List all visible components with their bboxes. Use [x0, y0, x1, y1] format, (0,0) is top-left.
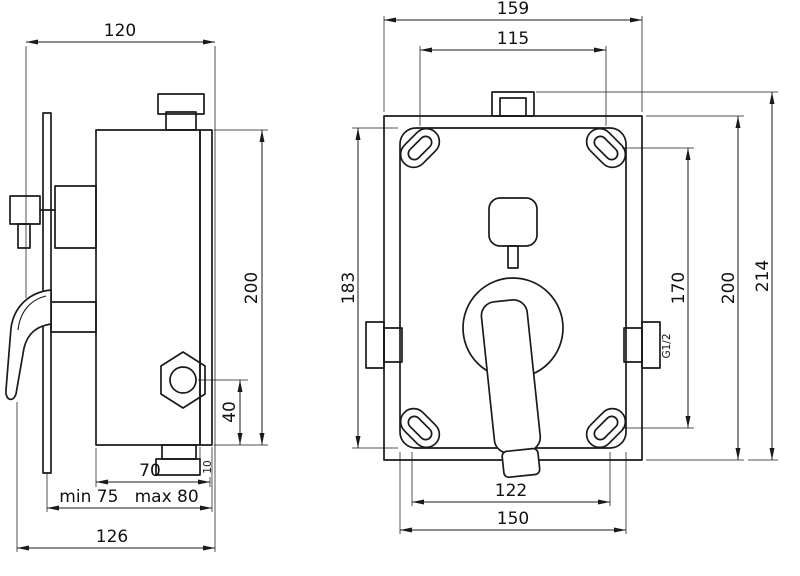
dim-150-label: 150	[497, 509, 529, 529]
lever-handle	[480, 299, 542, 479]
dim-hole-spacing-115: 115	[419, 29, 607, 126]
diverter-button	[488, 197, 538, 269]
dim-depth-120: 120	[25, 21, 215, 298]
mounting-ear-top-left	[399, 127, 441, 169]
dim-115-label: 115	[497, 29, 529, 49]
handle-lever	[5, 289, 52, 401]
mounting-ear-top-right	[585, 127, 627, 169]
dim-200-left-label: 200	[242, 272, 262, 304]
dim-body-depth-70: 70	[95, 448, 211, 487]
handle-lever-detail	[17, 295, 47, 331]
left-view: 120 200 40 70 10	[5, 21, 268, 552]
dim-bottom-spacing-122: 122	[411, 452, 611, 506]
dim-214-label: 214	[753, 260, 773, 292]
dim-total-height-214: 214	[536, 91, 778, 461]
dim-70-label: 70	[139, 461, 161, 481]
dim-10-label: 10	[202, 460, 214, 473]
top-outlet-fitting	[491, 91, 535, 117]
dim-120-label: 120	[104, 21, 136, 41]
dim-159-label: 159	[497, 0, 529, 19]
inlet-right	[623, 321, 661, 369]
dim-body-height-200: 200	[214, 129, 268, 446]
dim-183-label: 183	[339, 272, 359, 304]
thread-label: G1/2	[661, 333, 673, 358]
dim-frame-width-150: 150	[399, 452, 627, 534]
dim-install-depth: min 75 max 80	[46, 473, 212, 512]
dim-40-label: 40	[220, 401, 240, 423]
dim-hole-spacing-170: 170	[622, 147, 694, 429]
mounting-ear-bottom-right	[585, 407, 627, 449]
dim-cap-offset-40: 40	[198, 379, 248, 445]
back-plate	[199, 129, 213, 446]
dim-frame-height-183: 183	[339, 127, 398, 449]
hex-cap	[160, 351, 206, 409]
dim-126-label: 126	[96, 527, 128, 547]
dim-200-right-label: 200	[719, 272, 739, 304]
mounting-ear-bottom-left	[399, 407, 441, 449]
inlet-left	[365, 321, 403, 369]
dim-total-depth-126: 126	[16, 46, 216, 552]
top-connection	[157, 93, 205, 131]
dim-body-height-200-right: 200	[646, 115, 744, 461]
dim-122-label: 122	[495, 481, 527, 501]
dim-170-label: 170	[669, 272, 689, 304]
dim-total-width-159: 159	[383, 0, 643, 112]
dim-plate-thickness-10: 10	[199, 447, 214, 512]
dim-minmax-label: min 75 max 80	[59, 487, 198, 507]
inlet-connection	[9, 185, 97, 249]
right-view: G1/2 159 115 183	[339, 0, 778, 534]
